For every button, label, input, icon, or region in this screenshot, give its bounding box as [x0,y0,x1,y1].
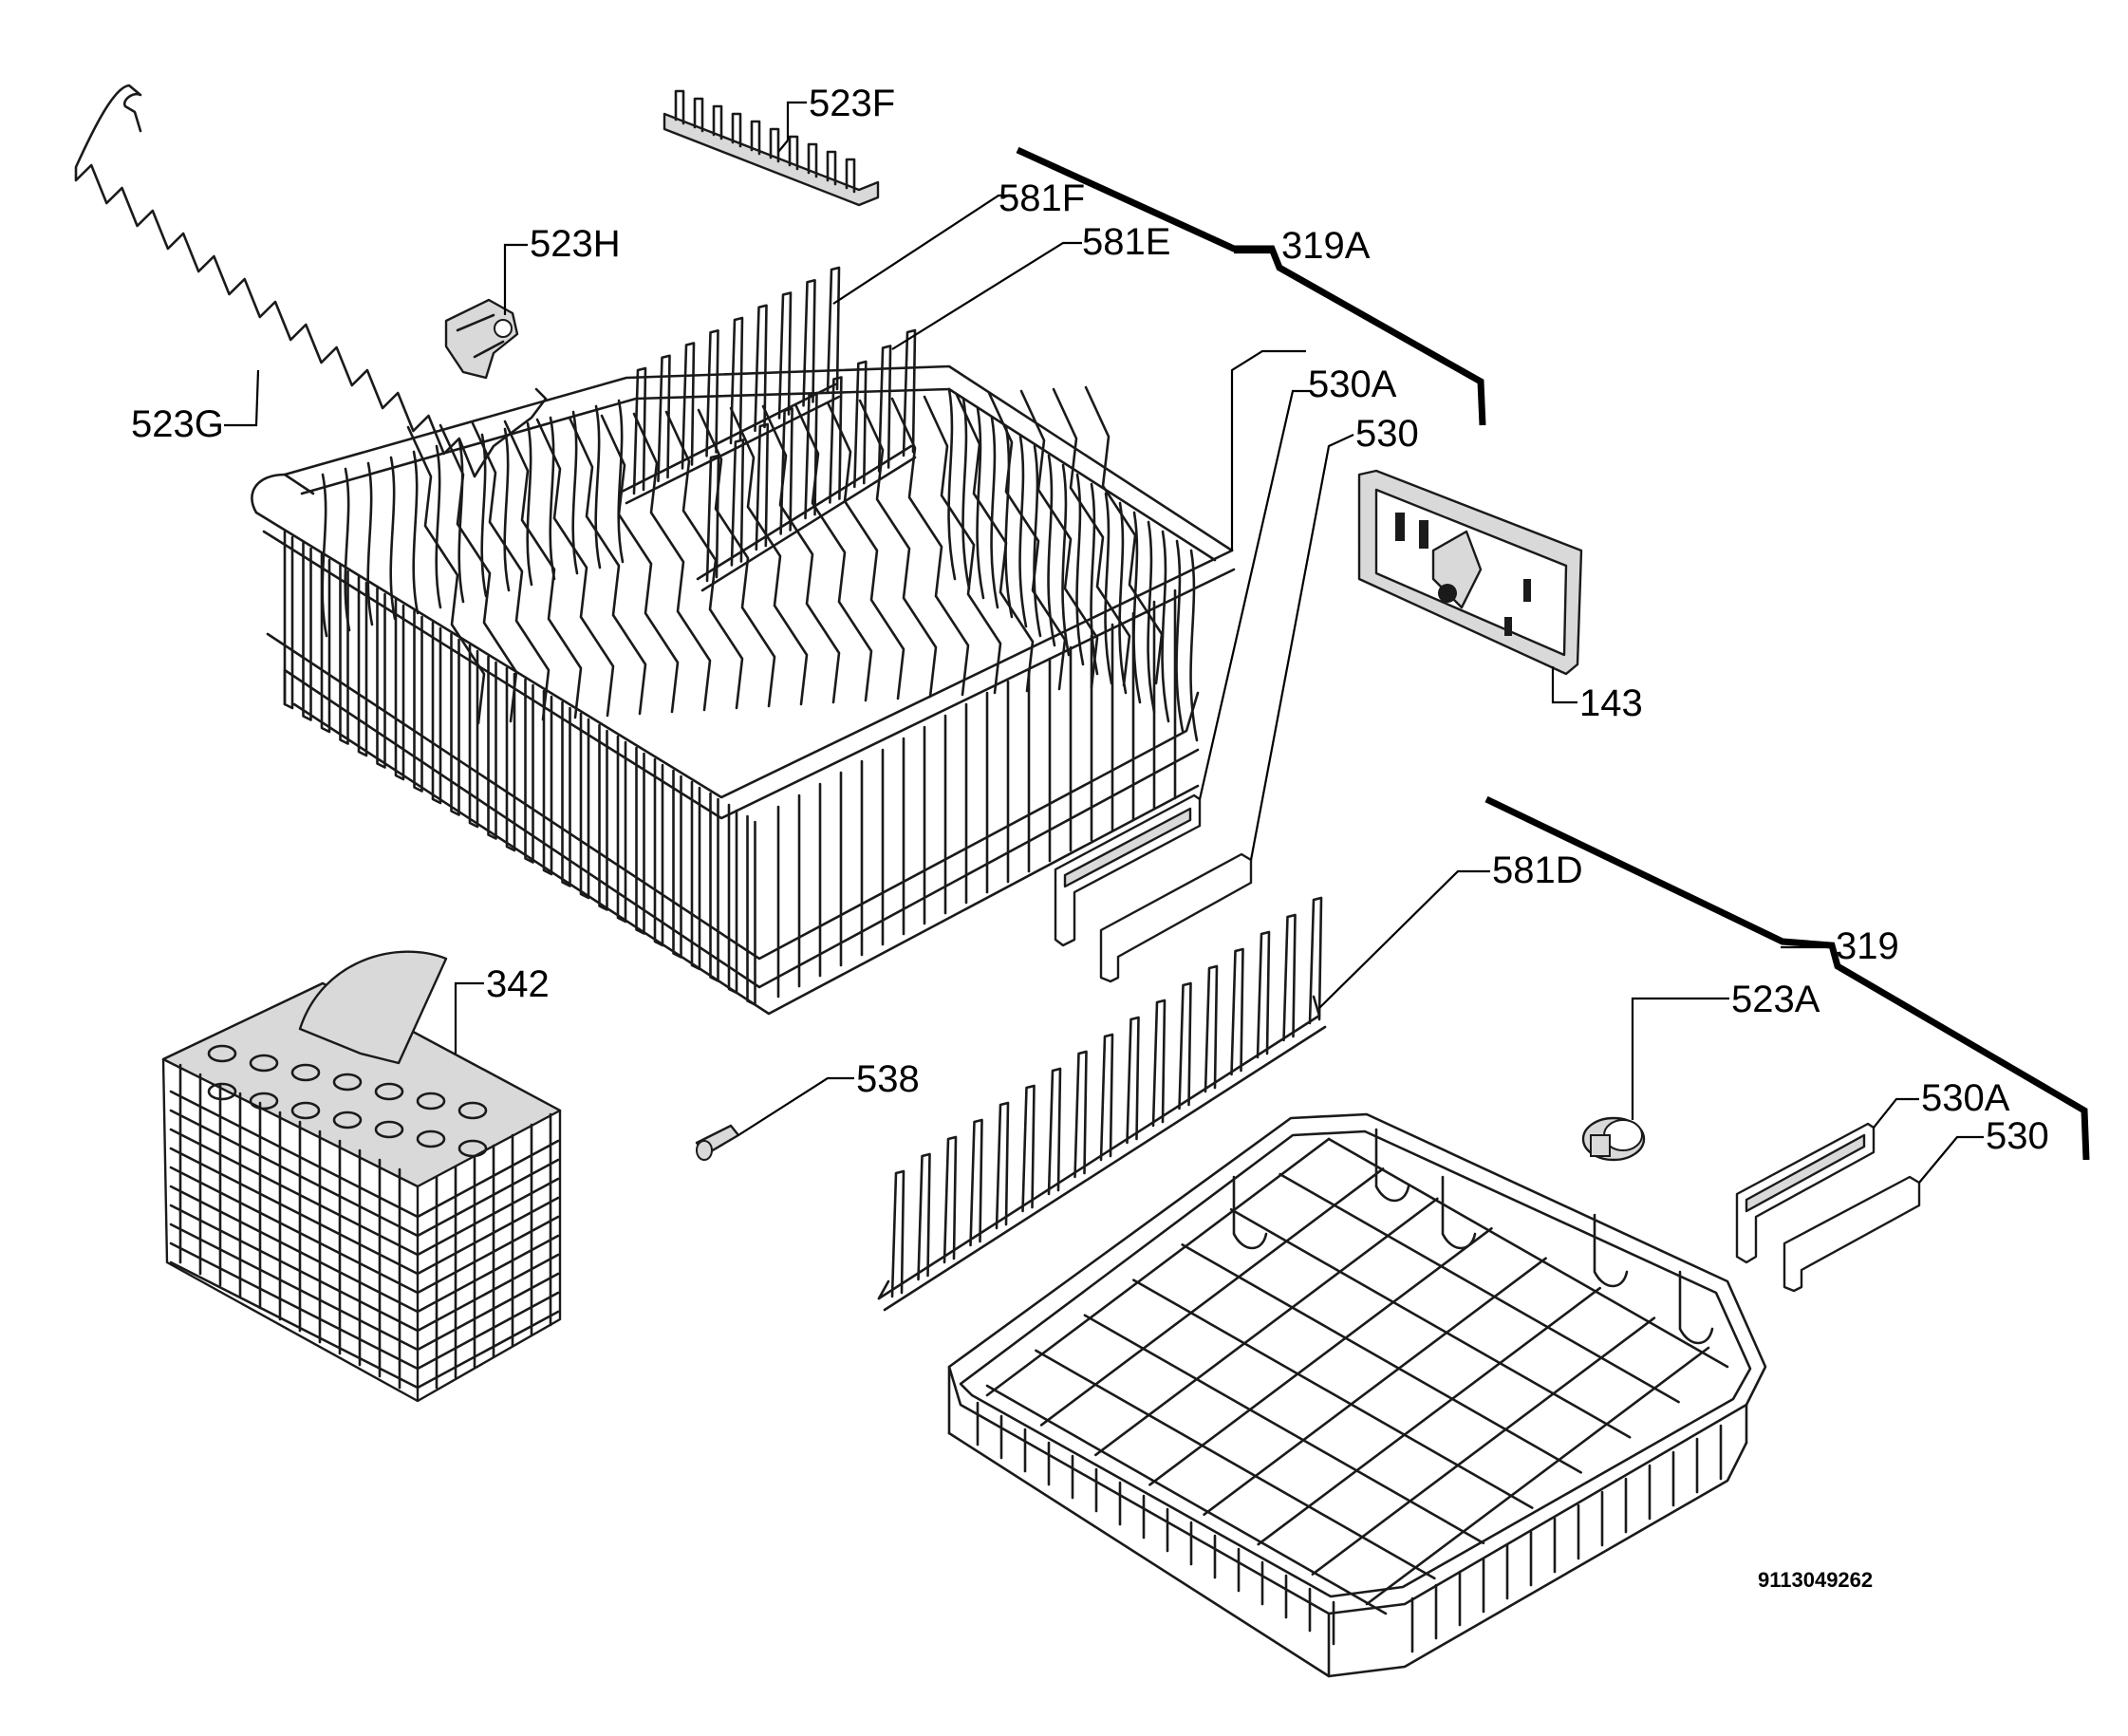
part-581F-tine-rack [620,266,841,505]
callout-labels: 523F 581F 581E 319A 523H 523G 530A 530 1… [131,83,2049,1592]
label-581F: 581F [999,177,1085,219]
part-581D-tine-rack [877,896,1327,1312]
label-319: 319 [1836,925,1899,967]
drawing-number: 9113049262 [1758,1568,1873,1592]
part-581E-tine-rack [696,328,917,592]
upper-basket [251,364,1236,1016]
part-530-upper-slider [1099,852,1253,983]
label-523G: 523G [131,403,224,445]
part-538-wheel-pin [695,1124,740,1161]
label-530A-lower: 530A [1921,1077,2010,1119]
part-523G-wavy-wire [74,84,548,478]
label-319A: 319A [1281,225,1371,267]
label-530-lower: 530 [1986,1115,2049,1157]
label-530A-upper: 530A [1308,364,1397,405]
leader-lines [224,101,1984,1184]
part-523A-wheel [1581,1116,1646,1162]
label-523A: 523A [1731,979,1820,1020]
part-523F-tine-strip [663,89,880,207]
part-342-cutlery-basket [161,950,562,1403]
label-530-upper: 530 [1355,413,1419,455]
lower-basket [947,1112,1767,1678]
label-143: 143 [1579,682,1643,724]
bracket-319 [1484,795,2090,1161]
part-143-rail-bracket [1357,469,1583,676]
part-530-lower-slider [1783,1175,1921,1293]
label-342: 342 [486,963,550,1005]
part-523H-clip [444,298,519,380]
label-581D: 581D [1492,849,1583,891]
label-523F: 523F [809,83,895,124]
part-530A-lower-slider [1735,1122,1876,1264]
bracket-319A [1016,146,1486,426]
label-523H: 523H [530,223,621,265]
label-538: 538 [856,1058,920,1100]
label-581E: 581E [1082,221,1170,263]
part-530A-upper-slider [1054,793,1202,947]
